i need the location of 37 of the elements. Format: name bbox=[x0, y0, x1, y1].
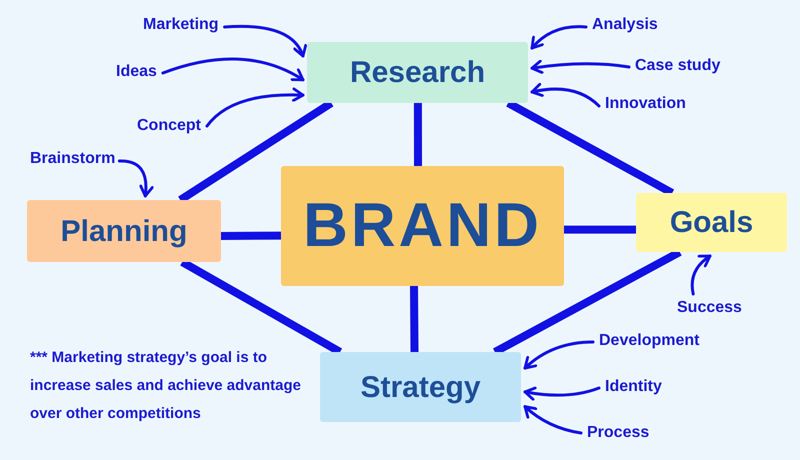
curved-arrow bbox=[524, 340, 594, 370]
annotation-text: Brainstorm bbox=[30, 149, 116, 169]
center-title: BRAND bbox=[303, 192, 542, 260]
curved-arrow bbox=[206, 88, 304, 128]
note-text: *** Marketing strategy’s goal is to increase sales and achieve advantage over other competitions bbox=[30, 348, 302, 424]
curved-arrow bbox=[161, 58, 304, 82]
curved-arrow bbox=[690, 254, 712, 296]
topic-title: Research bbox=[350, 56, 486, 89]
connector-line bbox=[564, 226, 636, 234]
topic-title: Planning bbox=[60, 214, 188, 248]
topic-title: Strategy bbox=[360, 370, 481, 404]
connector-line bbox=[410, 286, 418, 352]
connector-line bbox=[414, 103, 422, 166]
connector-line bbox=[220, 232, 282, 240]
topic-box bbox=[636, 193, 787, 252]
topic-title: Goals bbox=[670, 206, 754, 239]
annotation-text: Process bbox=[587, 423, 650, 443]
curved-arrow bbox=[530, 25, 588, 50]
annotation-text: Innovation bbox=[605, 94, 686, 114]
annotation-text: Development bbox=[599, 331, 700, 351]
topic-box bbox=[307, 42, 528, 103]
annotation-text: Marketing bbox=[143, 15, 219, 35]
curved-arrow bbox=[530, 83, 600, 108]
annotation-text: Analysis bbox=[592, 15, 658, 35]
center-box bbox=[281, 166, 564, 286]
annotation-text: Identity bbox=[605, 377, 662, 397]
topic-box bbox=[320, 352, 521, 422]
annotation-text: Success bbox=[677, 298, 742, 318]
curved-arrow bbox=[524, 386, 600, 401]
annotation-text: Case study bbox=[635, 56, 720, 76]
curved-arrow bbox=[118, 160, 154, 198]
annotation-text: Concept bbox=[137, 116, 201, 136]
curved-arrow bbox=[524, 405, 582, 434]
curved-arrow bbox=[530, 60, 630, 74]
annotation-text: Ideas bbox=[116, 62, 157, 82]
topic-box bbox=[27, 200, 221, 262]
curved-arrow bbox=[223, 24, 306, 58]
